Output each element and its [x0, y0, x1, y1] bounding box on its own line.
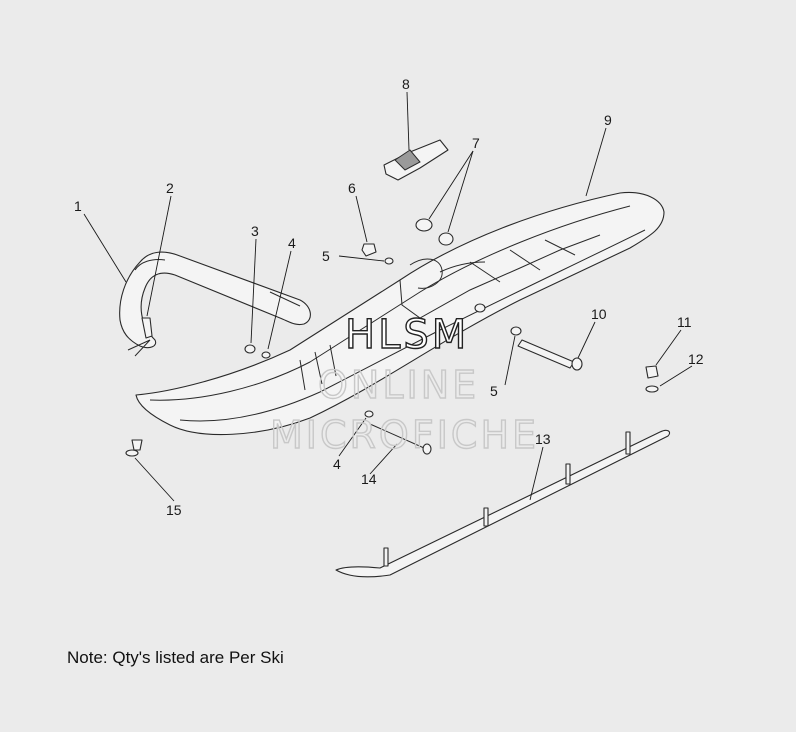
- callout-7: 7: [472, 135, 480, 151]
- callout-12: 12: [688, 351, 704, 367]
- callout-4-upper: 4: [288, 235, 296, 251]
- washer-5-upper: [384, 257, 394, 265]
- watermark: HLSM ONLINE MICROFICHE: [269, 311, 539, 457]
- callout-13: 13: [535, 431, 551, 447]
- washer-12: [645, 385, 659, 393]
- callout-3: 3: [251, 223, 259, 239]
- watermark-line-2: ONLINE: [318, 363, 479, 407]
- callout-labels: 1 2 3 4 5 6 7 8 9 10 11 12 5 13 4 14 15: [74, 76, 704, 518]
- ski-body: [135, 191, 665, 436]
- nut-11: [645, 365, 659, 379]
- bolt-14: [369, 423, 432, 455]
- leader-lines: [83, 91, 693, 502]
- wear-bar-13: [335, 429, 671, 578]
- nut-6: [361, 243, 377, 257]
- callout-14: 14: [361, 471, 377, 487]
- nut-3: [244, 344, 256, 354]
- callout-6: 6: [348, 180, 356, 196]
- callout-5-upper: 5: [322, 248, 330, 264]
- callout-9: 9: [604, 112, 612, 128]
- callout-1: 1: [74, 198, 82, 214]
- bolt-2: [127, 317, 153, 357]
- callout-4-lower: 4: [333, 456, 341, 472]
- washer-5-lower: [510, 326, 522, 336]
- callout-10: 10: [591, 306, 607, 322]
- watermark-line-3: MICROFICHE: [270, 413, 539, 457]
- callout-2: 2: [166, 180, 174, 196]
- spacers-7: [415, 218, 454, 246]
- saddle-8: [383, 139, 449, 181]
- callout-11: 11: [677, 314, 692, 330]
- ski-loop: [119, 251, 311, 349]
- callout-8: 8: [402, 76, 410, 92]
- watermark-line-1: HLSM: [345, 312, 469, 358]
- quantity-note: Note: Qty's listed are Per Ski: [67, 648, 284, 667]
- washer-4-lower: [364, 410, 374, 418]
- bolt-10: [517, 339, 583, 371]
- washer-4-upper: [261, 351, 271, 359]
- callout-15: 15: [166, 502, 182, 518]
- bolt-15: [125, 439, 143, 457]
- callout-5-lower: 5: [490, 383, 498, 399]
